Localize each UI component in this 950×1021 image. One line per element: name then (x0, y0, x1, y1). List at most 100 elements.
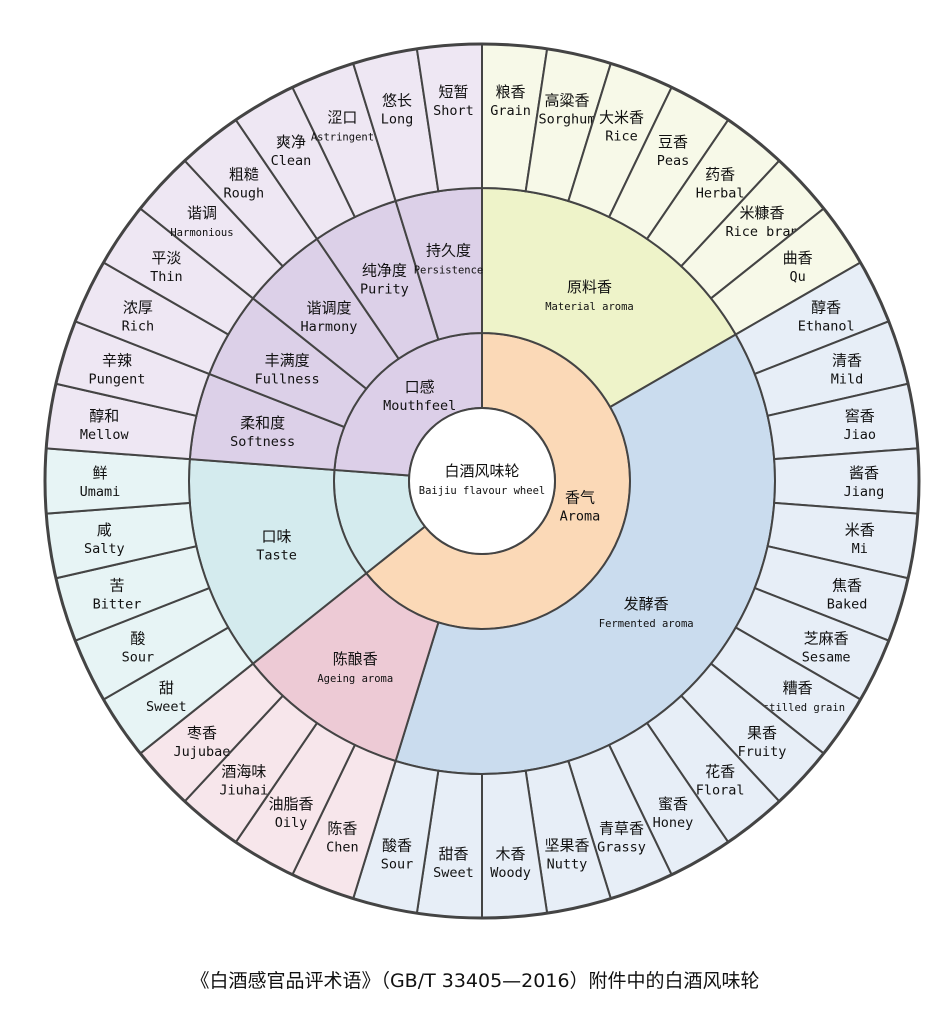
term-label-en: Peas (657, 153, 690, 169)
term-label-zh: 枣香 (187, 724, 217, 742)
term-label-en: Sorghum (539, 112, 596, 128)
group-label-zh: 原料香 (567, 278, 612, 296)
term-label: 枣香 Jujubae (174, 724, 231, 760)
term-label-zh: 粮香 (496, 83, 526, 101)
term-label-en: Rice bran (725, 224, 798, 240)
term-label-en: Oily (275, 815, 308, 831)
group-label-zh: 谐调度 (306, 299, 351, 317)
term-label-zh: 芝麻香 (804, 630, 849, 648)
term-label-zh: 酱香 (849, 464, 879, 482)
term-label-zh: 酸 (130, 630, 145, 648)
term-label-en: Jiuhai (219, 783, 268, 799)
term-label-zh: 醇和 (89, 407, 119, 425)
group-label-en: Softness (230, 434, 295, 450)
group-label: 陈酿香 Ageing aroma (317, 650, 393, 685)
term-label-en: Rough (224, 185, 265, 201)
term-label: 涩口 Astringent (311, 108, 374, 143)
group-label: 谐调度 Harmony (301, 299, 358, 335)
group-label: 口味 Taste (256, 527, 297, 563)
term-label-en: Nutty (547, 856, 588, 872)
term-label-zh: 米糠香 (740, 204, 785, 222)
term-label: 油脂香 Oily (268, 795, 313, 831)
term-label-zh: 药香 (705, 165, 735, 183)
term-label-en: Ethanol (798, 318, 855, 334)
term-label-zh: 油脂香 (268, 795, 313, 813)
term-label-zh: 豆香 (658, 133, 688, 151)
group-label-en: Purity (360, 281, 409, 297)
group-label-en: Harmony (301, 319, 358, 335)
caption: 《白酒感官品评术语》（GB/T 33405—2016）附件中的白酒风味轮 (190, 970, 760, 992)
term-label-zh: 甜香 (438, 845, 468, 863)
term-label: 木香 Woody (490, 845, 531, 881)
term-label: 坚果香 Nutty (544, 836, 589, 872)
term-label-zh: 木香 (496, 845, 526, 863)
term-label: 醇香 Ethanol (798, 298, 855, 334)
category-label-en: Mouthfeel (383, 398, 456, 414)
term-label-en: Jujubae (174, 744, 231, 760)
term-label-zh: 悠长 (382, 92, 412, 110)
term-label-zh: 青草香 (599, 820, 644, 838)
term-label-zh: 窖香 (845, 407, 875, 425)
group-label-en: Fullness (255, 372, 320, 388)
term-label-zh: 焦香 (832, 577, 862, 595)
group-label-zh: 陈酿香 (333, 650, 378, 668)
term-label-en: Floral (696, 783, 745, 799)
center-circle (408, 407, 556, 555)
term-label-zh: 咸 (97, 521, 112, 539)
term-label-en: Mild (831, 371, 864, 387)
category-label: 香气 Aroma (560, 488, 601, 524)
term-label-en: Baked (827, 597, 868, 613)
term-label-zh: 果香 (747, 724, 777, 742)
term-label-zh: 蜜香 (658, 795, 688, 813)
term-label-zh: 酒海味 (221, 763, 266, 781)
term-label-en: Chen (326, 840, 359, 856)
group-label-zh: 口味 (262, 527, 292, 545)
group-label-zh: 发酵香 (624, 595, 669, 613)
term-label: 酒海味 Jiuhai (219, 763, 268, 799)
term-label-zh: 浓厚 (123, 298, 153, 316)
term-label: 蜜香 Honey (653, 795, 694, 831)
group-label-en: Ageing aroma (317, 673, 393, 685)
term-label-zh: 涩口 (327, 108, 357, 126)
term-label-en: Distilled grain (750, 702, 845, 714)
category-label-zh: 香气 (565, 488, 595, 506)
term-label-zh: 米香 (845, 521, 875, 539)
group-label: 纯净度 Purity (360, 261, 409, 297)
term-label-en: Honey (653, 815, 694, 831)
term-label-zh: 大米香 (599, 108, 644, 126)
term-label: 果香 Fruity (738, 724, 787, 760)
term-label-en: Sweet (146, 699, 187, 715)
term-label-en: Fruity (738, 744, 787, 760)
term-label-en: Astringent (311, 131, 374, 143)
term-label-zh: 醇香 (811, 298, 841, 316)
term-label-zh: 苦 (109, 577, 124, 595)
category-label-en: Aroma (560, 508, 601, 524)
group-label-zh: 纯净度 (362, 261, 407, 279)
group-label-en: Taste (256, 547, 297, 563)
term-label-zh: 甜 (159, 679, 174, 697)
term-label-zh: 坚果香 (544, 836, 589, 854)
term-label-en: Woody (490, 865, 531, 881)
term-label-en: Qu (789, 269, 805, 285)
